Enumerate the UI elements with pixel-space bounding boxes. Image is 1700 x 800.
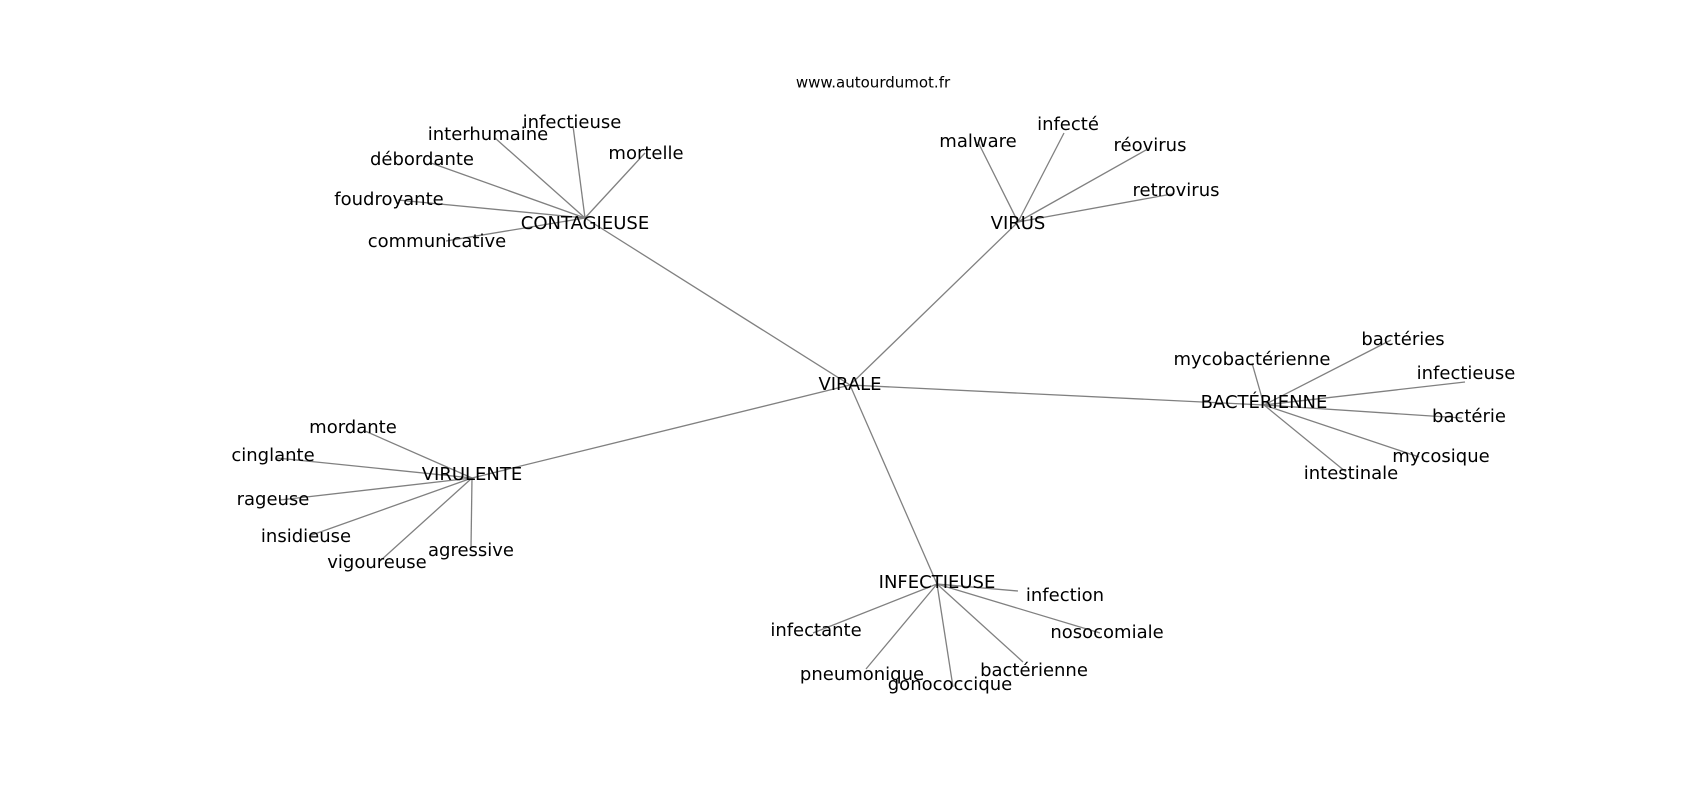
leaf-node-label: infecté bbox=[1037, 114, 1099, 135]
hub-to-leaf-edge bbox=[865, 583, 938, 670]
hub-node-label: VIRUS bbox=[991, 213, 1046, 234]
leaf-node-label: retrovirus bbox=[1133, 180, 1220, 201]
leaf-node-label: insidieuse bbox=[261, 526, 351, 547]
leaf-node-label: infection bbox=[1026, 585, 1104, 606]
leaf-node-label: cinglante bbox=[231, 445, 314, 466]
leaf-node-label: mordante bbox=[309, 417, 397, 438]
leaf-node-label: mycosique bbox=[1392, 446, 1489, 467]
hub-node-label: BACTÉRIENNE bbox=[1201, 391, 1328, 413]
hub-to-leaf-edge bbox=[1017, 193, 1173, 223]
leaf-node-label: vigoureuse bbox=[327, 552, 426, 573]
hub-to-leaf-edge bbox=[379, 477, 473, 562]
hub-to-leaf-edge bbox=[1017, 132, 1065, 223]
hub-to-leaf-edge bbox=[1263, 404, 1347, 473]
leaf-node-label: rageuse bbox=[237, 489, 310, 510]
graph-labels: www.autourdumot.fr VIRALE CONTAGIEUSE int… bbox=[231, 74, 1515, 696]
hub-node-label: CONTAGIEUSE bbox=[521, 213, 649, 234]
hub-to-leaf-edge bbox=[1263, 404, 1420, 458]
hub-to-leaf-edge bbox=[936, 583, 1024, 663]
hub-to-leaf-edge bbox=[1017, 149, 1147, 223]
hub-to-leaf-edge bbox=[470, 477, 473, 549]
root-to-hub-edge bbox=[584, 217, 851, 386]
hub-to-leaf-edge bbox=[936, 583, 954, 688]
hub-to-leaf-edge bbox=[1263, 381, 1466, 406]
leaf-node-label: bactérie bbox=[1432, 406, 1506, 427]
graph-edges bbox=[276, 125, 1466, 688]
leaf-node-label: nosocomiale bbox=[1050, 622, 1163, 643]
leaf-node-label: débordante bbox=[370, 149, 474, 170]
hub-to-leaf-edge bbox=[1263, 404, 1463, 419]
leaf-node-label: malware bbox=[939, 131, 1016, 152]
leaf-node-label: gonococcique bbox=[888, 674, 1012, 695]
hub-to-leaf-edge bbox=[308, 477, 473, 537]
leaf-node-label: intestinale bbox=[1304, 463, 1399, 484]
root-to-hub-edge bbox=[849, 384, 1265, 406]
hub-to-leaf-edge bbox=[276, 457, 473, 479]
hub-node-label: VIRULENTE bbox=[422, 464, 523, 485]
hub-to-leaf-edge bbox=[936, 583, 1019, 592]
leaf-node-label: bactérienne bbox=[980, 660, 1088, 681]
hub-to-leaf-edge bbox=[936, 583, 1101, 634]
hub-to-leaf-edge bbox=[364, 430, 473, 479]
hub-to-leaf-edge bbox=[1251, 362, 1265, 406]
leaf-node-label: mycobactérienne bbox=[1174, 349, 1331, 370]
leaf-node-label: pneumonique bbox=[800, 664, 924, 685]
leaf-node-label: réovirus bbox=[1114, 135, 1187, 156]
hub-node-label: INFECTIEUSE bbox=[879, 572, 996, 593]
hub-to-leaf-edge bbox=[1263, 339, 1392, 406]
leaf-node-label: infectieuse bbox=[1417, 363, 1516, 384]
hub-to-leaf-edge bbox=[812, 583, 938, 634]
hub-to-leaf-edge bbox=[977, 141, 1019, 223]
hub-to-leaf-edge bbox=[584, 152, 646, 219]
hub-to-leaf-edge bbox=[397, 199, 586, 219]
leaf-node-label: agressive bbox=[428, 540, 514, 561]
root-to-hub-edge bbox=[849, 221, 1019, 386]
leaf-node-label: foudroyante bbox=[334, 189, 443, 210]
leaf-node-label: interhumaine bbox=[428, 124, 549, 145]
hub-to-leaf-edge bbox=[279, 477, 473, 501]
site-url: www.autourdumot.fr bbox=[796, 74, 951, 92]
root-to-hub-edge bbox=[849, 384, 938, 585]
hub-to-leaf-edge bbox=[445, 217, 586, 242]
leaf-node-label: infectante bbox=[770, 620, 861, 641]
leaf-node-label: communicative bbox=[368, 231, 507, 252]
root-node-label: VIRALE bbox=[818, 374, 881, 395]
leaf-node-label: infectieuse bbox=[523, 112, 622, 133]
leaf-node-label: bactéries bbox=[1361, 329, 1444, 350]
hub-to-leaf-edge bbox=[494, 137, 586, 219]
hub-to-leaf-edge bbox=[572, 125, 586, 219]
hub-to-leaf-edge bbox=[430, 162, 586, 219]
leaf-node-label: mortelle bbox=[608, 143, 683, 164]
root-to-hub-edge bbox=[471, 384, 851, 479]
